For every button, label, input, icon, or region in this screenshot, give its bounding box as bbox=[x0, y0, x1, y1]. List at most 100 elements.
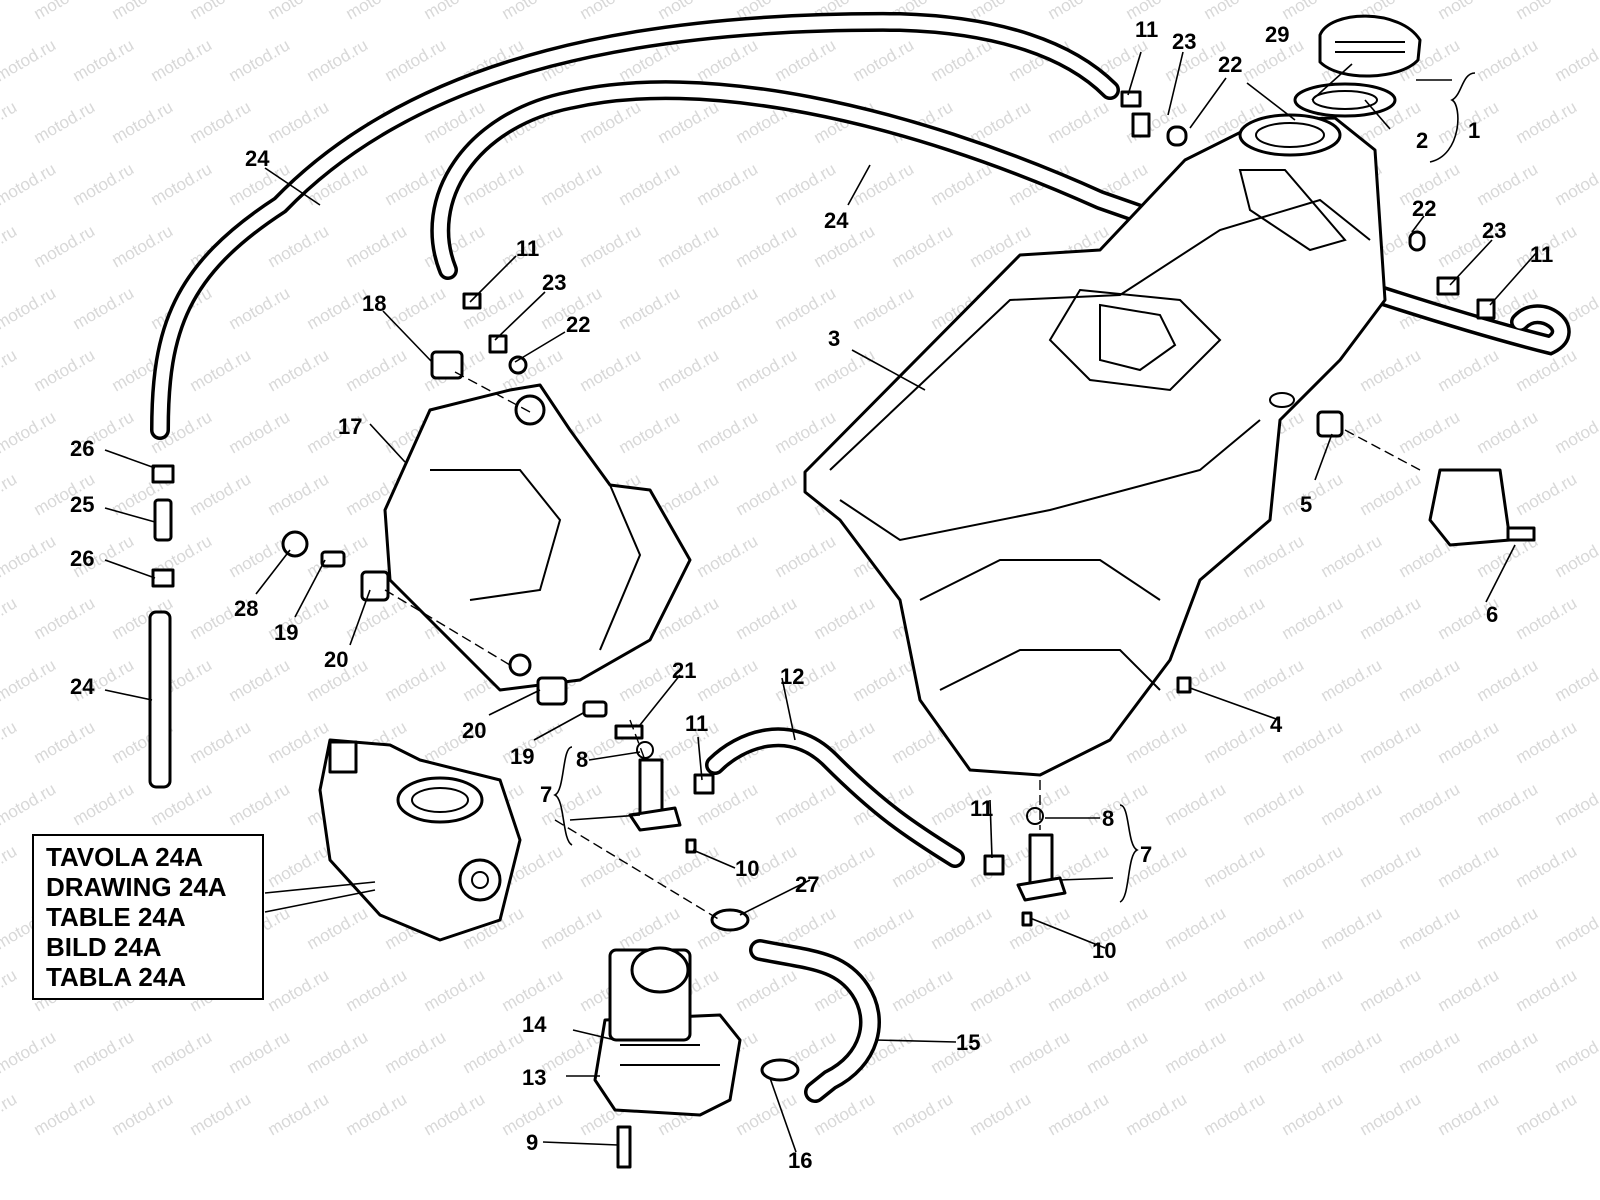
watermark-text: motod.ru bbox=[1162, 779, 1230, 829]
label-part-19-upper: 19 bbox=[274, 620, 298, 645]
watermark-text: motod.ru bbox=[148, 159, 216, 209]
watermark-text: motod.ru bbox=[1318, 655, 1386, 705]
label-part-21: 21 bbox=[672, 658, 696, 683]
watermark-text: motod.ru bbox=[31, 593, 99, 643]
watermark-text: motod.ru bbox=[460, 1027, 528, 1077]
watermark-text: motod.ru bbox=[850, 903, 918, 953]
watermark-text: motod.ru bbox=[1162, 1027, 1230, 1077]
watermark-text: motod.ru bbox=[1435, 345, 1503, 395]
watermark-text: motod.ru bbox=[304, 35, 372, 85]
watermark-text: motod.ru bbox=[1474, 655, 1542, 705]
watermark-text: motod.ru bbox=[1201, 0, 1269, 23]
watermark-text: motod.ru bbox=[187, 345, 255, 395]
watermark-text: motod.ru bbox=[382, 655, 450, 705]
fuel-hose bbox=[705, 727, 965, 868]
watermark-text: motod.ru bbox=[1552, 407, 1600, 457]
watermark-text: motod.ru bbox=[382, 1027, 450, 1077]
watermark-text: motod.ru bbox=[187, 97, 255, 147]
watermark-text: motod.ru bbox=[265, 841, 333, 891]
label-part-6: 6 bbox=[1486, 602, 1498, 627]
breather-hose-lower bbox=[148, 610, 172, 789]
watermark-text: motod.ru bbox=[1084, 1027, 1152, 1077]
watermark-text: motod.ru bbox=[811, 345, 879, 395]
watermark-text: motod.ru bbox=[343, 345, 411, 395]
watermark-text: motod.ru bbox=[499, 0, 567, 23]
watermark-text: motod.ru bbox=[1513, 97, 1581, 147]
watermark-text: motod.ru bbox=[1201, 841, 1269, 891]
label-part-18: 18 bbox=[362, 291, 386, 316]
label-part-28: 28 bbox=[234, 596, 258, 621]
watermark-text: motod.ru bbox=[1240, 655, 1308, 705]
label-part-9: 9 bbox=[526, 1130, 538, 1155]
watermark-text: motod.ru bbox=[1357, 841, 1425, 891]
watermark-text: motod.ru bbox=[343, 965, 411, 1015]
watermark-text: motod.ru bbox=[1045, 0, 1113, 23]
watermark-text: motod.ru bbox=[1435, 965, 1503, 1015]
watermark-text: motod.ru bbox=[1435, 0, 1503, 23]
watermark-text: motod.ru bbox=[265, 97, 333, 147]
watermark-text: motod.ru bbox=[1162, 903, 1230, 953]
watermark-text: motod.ru bbox=[226, 779, 294, 829]
watermark-text: motod.ru bbox=[70, 159, 138, 209]
watermark-text: motod.ru bbox=[1396, 407, 1464, 457]
watermark-text: motod.ru bbox=[1552, 35, 1600, 85]
watermark-text: motod.ru bbox=[187, 717, 255, 767]
watermark-text: motod.ru bbox=[1552, 159, 1600, 209]
watermark-text: motod.ru bbox=[1201, 1089, 1269, 1139]
label-part-5: 5 bbox=[1300, 492, 1312, 517]
watermark-text: motod.ru bbox=[1474, 35, 1542, 85]
label-part-2: 2 bbox=[1416, 128, 1428, 153]
watermark-text: motod.ru bbox=[1474, 903, 1542, 953]
watermark-text: motod.ru bbox=[889, 1089, 957, 1139]
watermark-text: motod.ru bbox=[694, 407, 762, 457]
label-part-23-panel: 23 bbox=[542, 270, 566, 295]
watermark-text: motod.ru bbox=[733, 593, 801, 643]
watermark-text: motod.ru bbox=[31, 717, 99, 767]
watermark-text: motod.ru bbox=[1357, 469, 1425, 519]
watermark-text: motod.ru bbox=[0, 97, 20, 147]
watermark-text: motod.ru bbox=[1357, 1089, 1425, 1139]
watermark-text: motod.ru bbox=[0, 841, 20, 891]
watermark-text: motod.ru bbox=[148, 1027, 216, 1077]
label-part-20-lower: 20 bbox=[462, 718, 486, 743]
watermark-text: motod.ru bbox=[0, 0, 20, 23]
watermark-text: motod.ru bbox=[1123, 717, 1191, 767]
label-part-10-right: 10 bbox=[1092, 938, 1116, 963]
label-part-8-left: 8 bbox=[576, 747, 588, 772]
watermark-text: motod.ru bbox=[1045, 97, 1113, 147]
fuel-fitting-right bbox=[1016, 833, 1067, 902]
watermark-text: motod.ru bbox=[0, 593, 20, 643]
watermark-text: motod.ru bbox=[70, 283, 138, 333]
watermark-text: motod.ru bbox=[226, 407, 294, 457]
watermark-text: motod.ru bbox=[0, 531, 59, 581]
watermark-text: motod.ru bbox=[889, 221, 957, 271]
assembly-lines bbox=[384, 371, 1421, 921]
watermark-text: motod.ru bbox=[577, 345, 645, 395]
watermark-text: motod.ru bbox=[616, 407, 684, 457]
watermark-text: motod.ru bbox=[967, 965, 1035, 1015]
watermark-text: motod.ru bbox=[655, 221, 723, 271]
return-hose bbox=[749, 939, 881, 1103]
watermark-text: motod.ru bbox=[1357, 593, 1425, 643]
label-part-1: 1 bbox=[1468, 118, 1480, 143]
label-part-24-center: 24 bbox=[824, 208, 849, 233]
watermark-text: motod.ru bbox=[1474, 779, 1542, 829]
label-part-29: 29 bbox=[1265, 22, 1289, 47]
watermark-text: motod.ru bbox=[0, 655, 59, 705]
watermark-text: motod.ru bbox=[1279, 841, 1347, 891]
watermark-text: motod.ru bbox=[70, 35, 138, 85]
watermark-text: motod.ru bbox=[655, 345, 723, 395]
watermark-text: motod.ru bbox=[772, 35, 840, 85]
part-labels: 1 2 3 4 5 6 7 7 8 8 9 10 10 11 11 11 11 … bbox=[70, 17, 1553, 1173]
watermark-text: motod.ru bbox=[343, 0, 411, 23]
watermark-text: motod.ru bbox=[1045, 1089, 1113, 1139]
label-part-26-upper: 26 bbox=[70, 436, 94, 461]
watermark-text: motod.ru bbox=[577, 221, 645, 271]
drawing-reference-box: TAVOLA 24A DRAWING 24A TABLE 24A BILD 24… bbox=[32, 834, 264, 1000]
watermark-text: motod.ru bbox=[0, 779, 59, 829]
watermark-text: motod.ru bbox=[1513, 1089, 1581, 1139]
watermark-text: motod.ru bbox=[733, 1089, 801, 1139]
watermark-text: motod.ru bbox=[1123, 841, 1191, 891]
watermark-text: motod.ru bbox=[265, 469, 333, 519]
watermark-text: motod.ru bbox=[382, 283, 450, 333]
